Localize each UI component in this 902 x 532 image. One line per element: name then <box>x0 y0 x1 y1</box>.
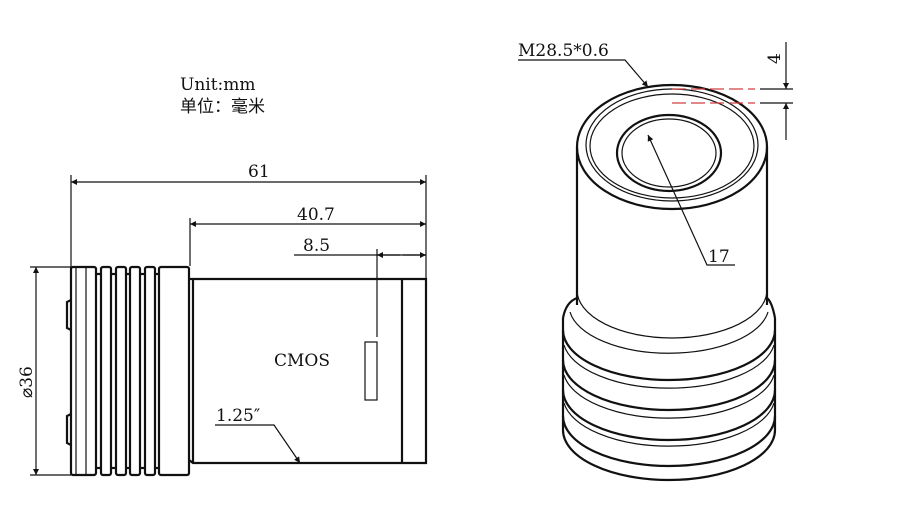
cmos-sensor <box>364 341 378 401</box>
dimension-overall-length: 61 <box>248 162 270 182</box>
perspective-view: M28.5*0.6 17 4 <box>518 41 793 482</box>
cmos-label: CMOS <box>274 351 330 371</box>
unit-label-cn: 单位：毫米 <box>180 97 265 117</box>
aperture-label: 17 <box>708 247 730 267</box>
unit-label: Unit:mm <box>180 75 256 95</box>
barrel-size-label: 1.25″ <box>216 406 260 426</box>
side-view: 61 40.7 8.5 CMOS 1.25″ <box>17 162 428 477</box>
dimension-sensor-offset: 8.5 <box>303 236 330 256</box>
dimension-body-length: 40.7 <box>297 205 335 225</box>
thread-depth-label: 4 <box>765 53 785 64</box>
thread-spec-label: M28.5*0.6 <box>518 41 609 61</box>
dimension-diameter: ⌀36 <box>17 366 37 398</box>
